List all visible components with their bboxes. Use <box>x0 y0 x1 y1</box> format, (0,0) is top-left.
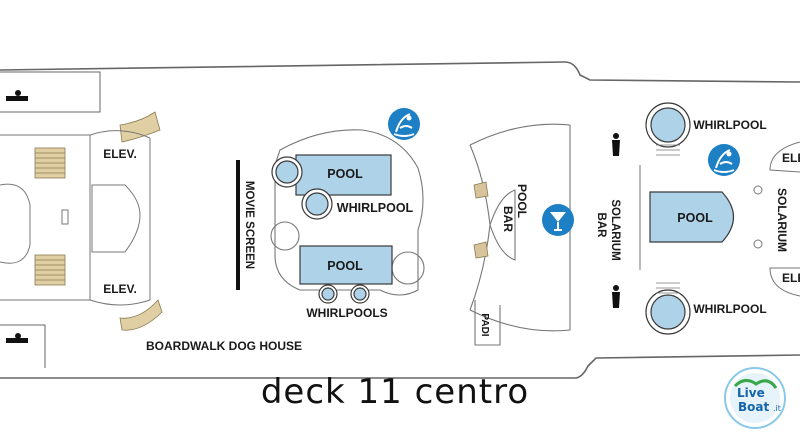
swimmer-icon <box>708 144 740 176</box>
elevator-label: ELEV. <box>103 282 137 296</box>
whirlpools <box>271 156 370 304</box>
whirlpool-label: WHIRLPOOL <box>693 302 766 316</box>
elevator-lobby <box>769 141 800 297</box>
elevator-lobby <box>0 130 151 306</box>
movie-screen-label: MOVIE SCREEN <box>243 181 255 269</box>
pool-bar-label: BAR <box>501 206 515 232</box>
restroom-icon <box>6 90 28 343</box>
hull-outline <box>0 61 800 379</box>
logo-text: Boat <box>738 400 769 414</box>
boardwalk-dog-house-label: BOARDWALK DOG HOUSE <box>146 339 302 353</box>
elevator-label: ELEV. <box>103 147 137 161</box>
movie-screen-bar <box>236 160 240 290</box>
solarium-bar-label: BAR <box>595 213 607 239</box>
pool-label: POOL <box>677 211 713 225</box>
whirlpools-label: WHIRLPOOLS <box>306 306 387 320</box>
pool-label: POOL <box>327 259 363 273</box>
stairs <box>656 144 680 294</box>
stairs <box>34 111 163 331</box>
pool-upper <box>295 154 392 196</box>
solarium-area <box>639 165 763 270</box>
stairs <box>473 181 489 259</box>
pool-label: POOL <box>327 167 363 181</box>
elevator-label: ELE <box>782 151 800 165</box>
caption-text: deck 11 centro <box>260 372 530 412</box>
solarium-label: SOLARIUM <box>775 188 789 252</box>
logo-text: Live <box>737 386 765 400</box>
padi-label: PADI <box>479 313 490 336</box>
whirlpool-label: WHIRLPOOL <box>337 201 414 215</box>
solarium-pool <box>649 191 735 243</box>
cocktail-bar-icon <box>542 204 574 236</box>
liveboat-logo: Live Boat .it <box>724 367 786 429</box>
elevator-label: ELE <box>782 271 800 285</box>
whirlpool-label: WHIRLPOOL <box>693 118 766 132</box>
whirlpools <box>645 102 691 335</box>
caption: deck 11 centro <box>0 372 800 412</box>
restroom-icon <box>612 133 620 308</box>
solarium-bar-label: SOLARIUM <box>609 199 621 260</box>
swimmer-icon <box>388 108 420 140</box>
pool-lower <box>299 245 393 285</box>
logo-text: .it <box>773 404 781 413</box>
pool-bar-label: POOL <box>515 184 529 218</box>
